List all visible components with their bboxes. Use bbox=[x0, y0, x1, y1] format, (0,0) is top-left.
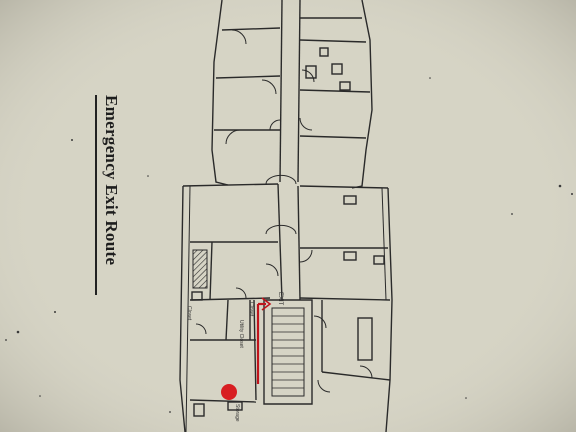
paper-specks bbox=[5, 77, 573, 413]
title-underline bbox=[95, 95, 97, 295]
utility-closet-label: Utility Closet bbox=[238, 320, 244, 348]
building-floor-plan bbox=[179, 0, 393, 432]
exit-route-path bbox=[256, 297, 272, 384]
exit-label: EXIT bbox=[277, 292, 283, 306]
you-are-here-marker bbox=[221, 384, 237, 400]
closet-label-1: Closet bbox=[186, 306, 192, 321]
storage-label: Storage bbox=[234, 404, 240, 422]
plan-title: Emergency Exit Route bbox=[102, 95, 121, 266]
hatched-wall-block bbox=[192, 249, 208, 289]
closet-label-2: Closet bbox=[248, 302, 254, 317]
title-block: Emergency Exit Route bbox=[95, 95, 125, 295]
